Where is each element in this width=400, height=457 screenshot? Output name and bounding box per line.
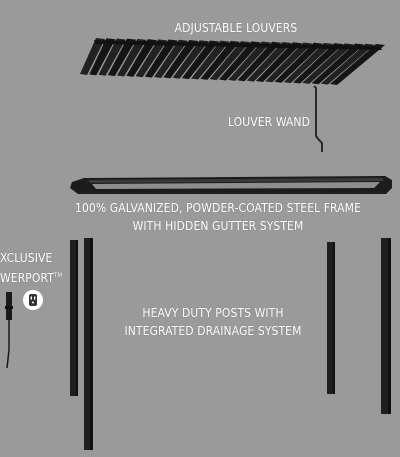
powerport-name: WERPORT (0, 271, 54, 285)
louver-blade (172, 40, 209, 79)
frame-opening (92, 182, 380, 189)
posts-label-line1: HEAVY DUTY POSTS WITH (142, 306, 284, 320)
louver-blade (107, 38, 137, 77)
steel-frame (70, 176, 392, 194)
louver-blade (117, 38, 147, 77)
louver-blade (181, 40, 220, 80)
post-front-left (70, 240, 78, 396)
wand-label: LOUVER WAND (228, 115, 311, 129)
louver-blade (237, 41, 282, 82)
louver-blade (274, 42, 323, 83)
louver-blade (80, 38, 105, 75)
louver-blade (255, 42, 303, 83)
powerport-label-line1: XCLUSIVE (0, 251, 53, 265)
posts-label-line2: INTEGRATED DRAINAGE SYSTEM (124, 324, 302, 338)
louver-blade (191, 40, 230, 80)
louver-blade (292, 43, 344, 84)
louver-blade (126, 39, 157, 77)
louver-blade (218, 41, 261, 81)
louver-rail (94, 40, 382, 50)
louver-blade (209, 41, 251, 81)
post-back-left (84, 238, 93, 450)
post-back-right (327, 242, 335, 394)
louver-blade (311, 43, 365, 85)
louver-wand (313, 85, 323, 152)
louver-assembly (80, 38, 385, 152)
louver-blade (330, 44, 385, 85)
louver-blade (89, 38, 116, 76)
louver-blade (144, 39, 178, 78)
powerport-label-line2: WERPORTTM (0, 268, 62, 286)
louver-blade (135, 39, 168, 78)
louver-blade (246, 42, 292, 82)
frame-label-line1: 100% GALVANIZED, POWDER-COATED STEEL FRA… (74, 201, 362, 215)
louver-blade (200, 40, 240, 80)
post-front-right (381, 238, 391, 414)
louver-blade (302, 43, 354, 84)
louver-blade (283, 42, 334, 84)
louver-blades (80, 38, 385, 85)
louver-blade (320, 43, 375, 85)
powerport-unit (5, 292, 13, 369)
trademark: TM (53, 272, 63, 279)
louver-blade (228, 41, 271, 81)
louver-blade (154, 39, 188, 78)
frame-top-edge (88, 178, 384, 183)
frame-label-line2: WITH HIDDEN GUTTER SYSTEM (132, 219, 304, 233)
louvers-label: ADJUSTABLE LOUVERS (174, 21, 298, 35)
louver-blade (163, 40, 199, 79)
louver-blade (98, 38, 126, 76)
louver-blade (265, 42, 313, 83)
power-outlet-icon (23, 290, 43, 310)
